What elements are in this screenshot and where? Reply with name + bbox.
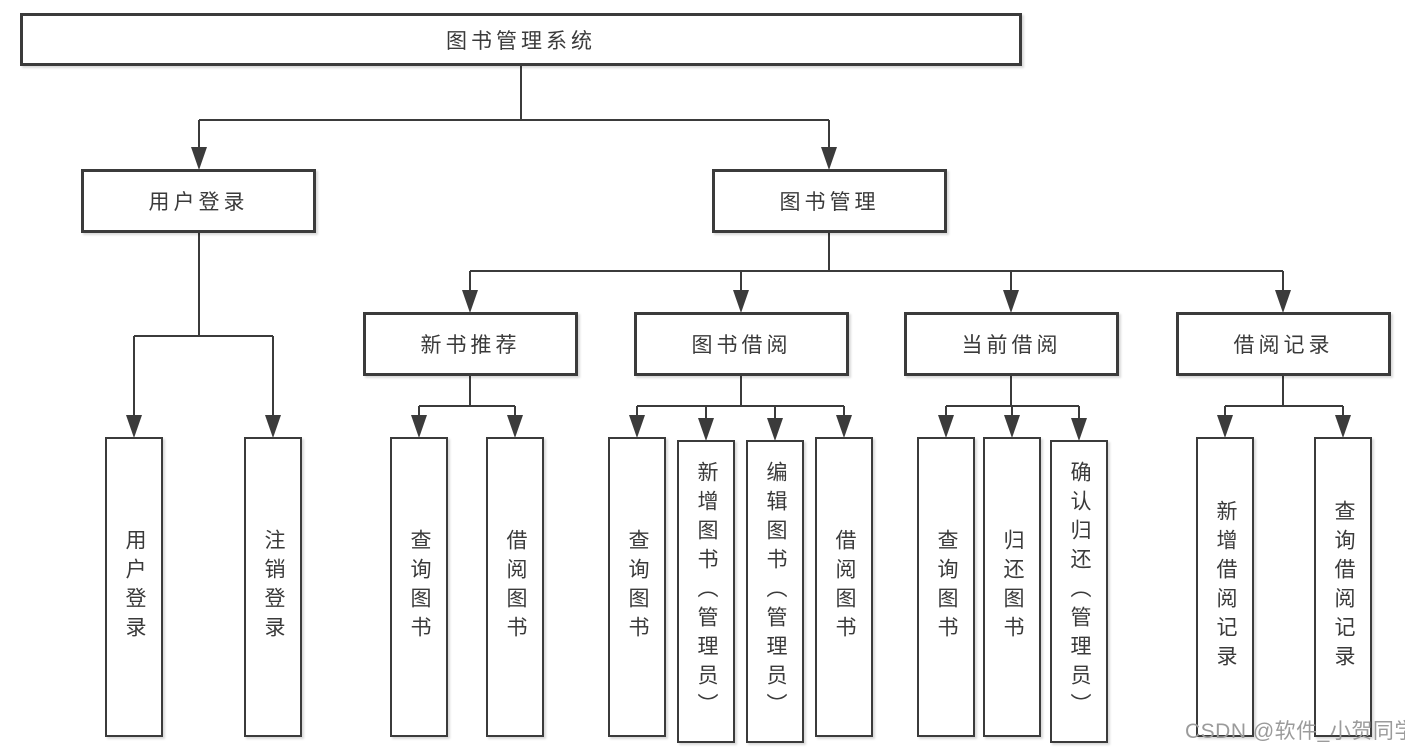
leaf-query-book-3: 查询图书 [917,437,975,737]
leaf-user-login: 用户登录 [105,437,163,737]
node-user-login: 用户登录 [81,169,316,233]
leaf-query-book-1: 查询图书 [390,437,448,737]
leaf-confirm-return-admin: 确认归还（管理员） [1050,440,1108,743]
leaf-add-borrow-record: 新增借阅记录 [1196,437,1254,737]
leaf-return-book: 归还图书 [983,437,1041,737]
csdn-watermark: CSDN @软件_小贺同学 [1185,720,1405,743]
leaf-borrow-book-1: 借阅图书 [486,437,544,737]
leaf-logout: 注销登录 [244,437,302,737]
node-current-borrow: 当前借阅 [904,312,1119,376]
node-new-book-recommend: 新书推荐 [363,312,578,376]
arrowheads [126,147,1351,441]
node-book-borrow: 图书借阅 [634,312,849,376]
leaf-borrow-book-2: 借阅图书 [815,437,873,737]
leaf-edit-book-admin: 编辑图书（管理员） [746,440,804,743]
leaf-add-book-admin: 新增图书（管理员） [677,440,735,743]
node-root-system: 图书管理系统 [20,13,1022,66]
leaf-query-borrow-record: 查询借阅记录 [1314,437,1372,737]
node-book-management: 图书管理 [712,169,947,233]
node-borrow-records: 借阅记录 [1176,312,1391,376]
leaf-query-book-2: 查询图书 [608,437,666,737]
